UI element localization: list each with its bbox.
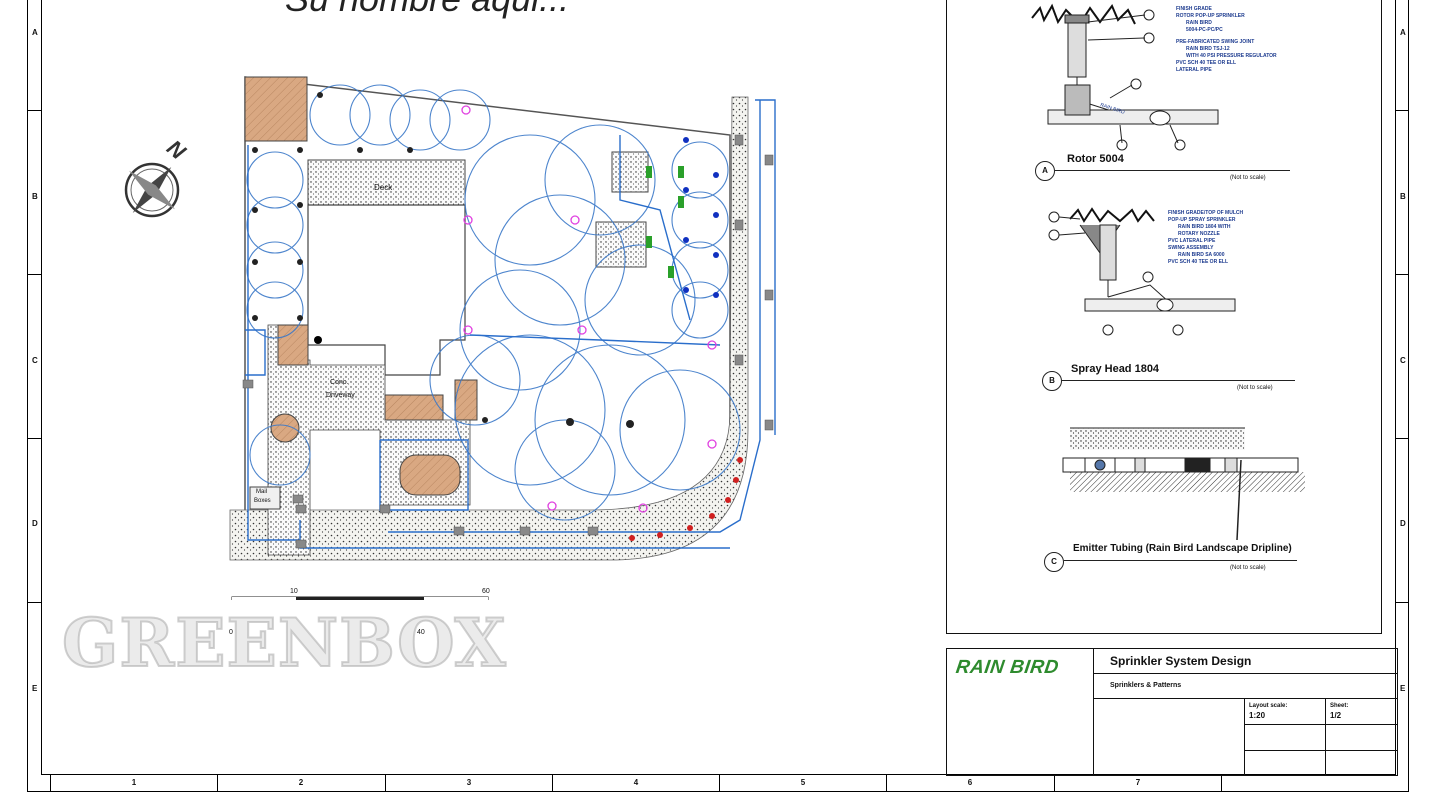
grid-row-label: A (32, 28, 38, 37)
grid-row-tick (27, 602, 41, 603)
title-block-divider-h3 (1244, 724, 1398, 725)
sheet-value: 1/2 (1330, 711, 1342, 720)
grid-row-tick (27, 274, 41, 275)
detail-a-rule (1055, 170, 1290, 171)
layout-scale-label: Layout scale: (1249, 703, 1288, 709)
detail-a-scale-note: (Not to scale) (1230, 175, 1266, 181)
grid-column-label: 3 (466, 778, 472, 787)
sheet-label: Sheet: (1330, 703, 1349, 709)
detail-c-scale-note: (Not to scale) (1230, 565, 1266, 571)
grid-column-label: 4 (633, 778, 639, 787)
grid-row-label: D (1400, 519, 1406, 528)
grid-column-tick (719, 775, 720, 792)
grid-row-label: D (32, 519, 38, 528)
title-block-divider-h4 (1244, 750, 1398, 751)
sheet-border (27, 0, 1409, 792)
scale-top-60: 60 (482, 588, 490, 595)
detail-c-rule (1064, 560, 1297, 561)
scale-bottom-0: 0 (229, 629, 233, 636)
grid-row-tick (27, 110, 41, 111)
grid-row-tick (1396, 438, 1409, 439)
detail-a-legend: FINISH GRADE ROTOR POP-UP SPRINKLER RAIN… (1176, 6, 1277, 73)
driveway-label-2: Driveway (326, 392, 355, 399)
scale-bar (231, 596, 489, 600)
grid-row-tick (1396, 602, 1409, 603)
rain-bird-logo: RAIN BIRD (954, 657, 1061, 678)
detail-a-drawing: RAIN BIRD (1031, 3, 1219, 151)
grid-column-label: 2 (298, 778, 304, 787)
grid-row-label: C (1400, 356, 1406, 365)
grid-column-tick (1054, 775, 1055, 792)
layout-scale-value: 1:20 (1249, 711, 1266, 720)
title-block-subtitle: Sprinklers & Patterns (1110, 682, 1182, 689)
north-arrow-icon (124, 162, 180, 218)
grid-column-tick (1221, 775, 1222, 792)
site-plan (124, 76, 776, 600)
title-block-divider-v3 (1325, 698, 1326, 776)
grid-column-tick (552, 775, 553, 792)
grid-row-tick (1396, 274, 1409, 275)
detail-b-legend: FINISH GRADE/TOP OF MULCH POP-UP SPRAY S… (1168, 210, 1244, 265)
scale-top-10: 10 (290, 588, 298, 595)
inner-border (41, 0, 1396, 775)
detail-c-marker: C (1044, 552, 1064, 572)
scale-bottom-40: 40 (417, 629, 425, 636)
detail-a-title: Rotor 5004 (1067, 153, 1124, 165)
designer-name-header: Su nombre aqui... (285, 0, 569, 20)
grid-row-label: A (1400, 28, 1406, 37)
grid-row-label: B (32, 192, 38, 201)
detail-b-rule (1062, 380, 1295, 381)
grid-row-tick (1396, 110, 1409, 111)
grid-column-label: 6 (967, 778, 973, 787)
grid-column-label: 5 (800, 778, 806, 787)
grid-column-label: 7 (1135, 778, 1141, 787)
grid-column-label: 1 (131, 778, 137, 787)
grid-row-label: E (1400, 684, 1406, 693)
title-block-divider-h2 (1093, 698, 1398, 699)
detail-b-title: Spray Head 1804 (1071, 363, 1160, 375)
detail-b-marker: B (1042, 371, 1062, 391)
grid-column-tick (217, 775, 218, 792)
grid-row-label: C (32, 356, 38, 365)
driveway-label-1: Conc. (330, 379, 349, 386)
grid-column-tick (886, 775, 887, 792)
title-block-divider-h1 (1093, 673, 1398, 674)
detail-a-marker: A (1035, 161, 1055, 181)
detail-c-drawing (1062, 427, 1305, 540)
title-block-divider-v (1093, 648, 1094, 776)
details-panel (946, 0, 1382, 634)
grid-column-tick (50, 775, 51, 792)
detail-b-scale-note: (Not to scale) (1237, 385, 1273, 391)
deck-label: Deck (374, 183, 393, 192)
mailbox-label-2: Boxes (254, 498, 271, 504)
mailbox-label-1: Mail (256, 489, 268, 495)
grid-column-tick (385, 775, 386, 792)
watermark: GREENBOX (61, 603, 507, 683)
title-block (946, 648, 1398, 776)
detail-c-title: Emitter Tubing (Rain Bird Landscape Drip… (1073, 543, 1292, 554)
title-block-title: Sprinkler System Design (1110, 654, 1252, 668)
grid-row-tick (27, 438, 41, 439)
grid-row-label: E (32, 684, 38, 693)
detail-b-drawing (1048, 207, 1236, 336)
grid-row-label: B (1400, 192, 1406, 201)
title-block-divider-v2 (1244, 698, 1245, 776)
